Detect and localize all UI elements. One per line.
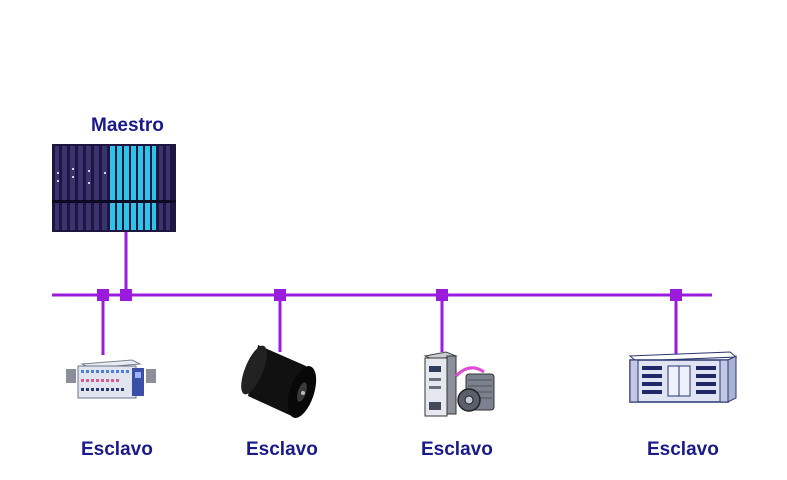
- slave-label-4: Esclavo: [647, 439, 719, 460]
- bus-node-1: [97, 289, 109, 301]
- bus-node-master: [120, 289, 132, 301]
- slave-label-1: Esclavo: [81, 439, 153, 460]
- master-label: Maestro: [91, 115, 164, 136]
- bus-node-3: [436, 289, 448, 301]
- drive-motor-icon: [423, 351, 495, 417]
- bus-node-2: [274, 289, 286, 301]
- bus-node-4: [670, 289, 682, 301]
- cable-drum-icon: [241, 345, 317, 418]
- rack-server-icon: [628, 351, 738, 403]
- plc-rack-icon: [52, 144, 176, 232]
- slave-label-2: Esclavo: [246, 439, 318, 460]
- slave-label-3: Esclavo: [421, 439, 493, 460]
- io-terminal-module-icon: [66, 359, 156, 399]
- fieldbus: [52, 230, 712, 355]
